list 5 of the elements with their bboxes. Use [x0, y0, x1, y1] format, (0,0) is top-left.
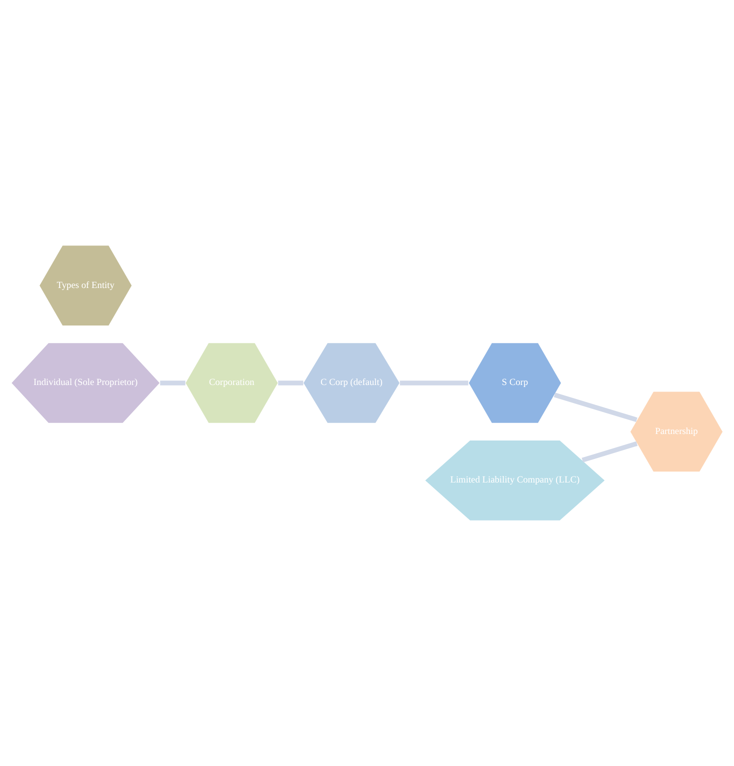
connector: [278, 380, 304, 386]
connector: [554, 392, 638, 422]
connector: [582, 441, 638, 462]
connector: [400, 380, 468, 386]
connector: [160, 380, 186, 386]
